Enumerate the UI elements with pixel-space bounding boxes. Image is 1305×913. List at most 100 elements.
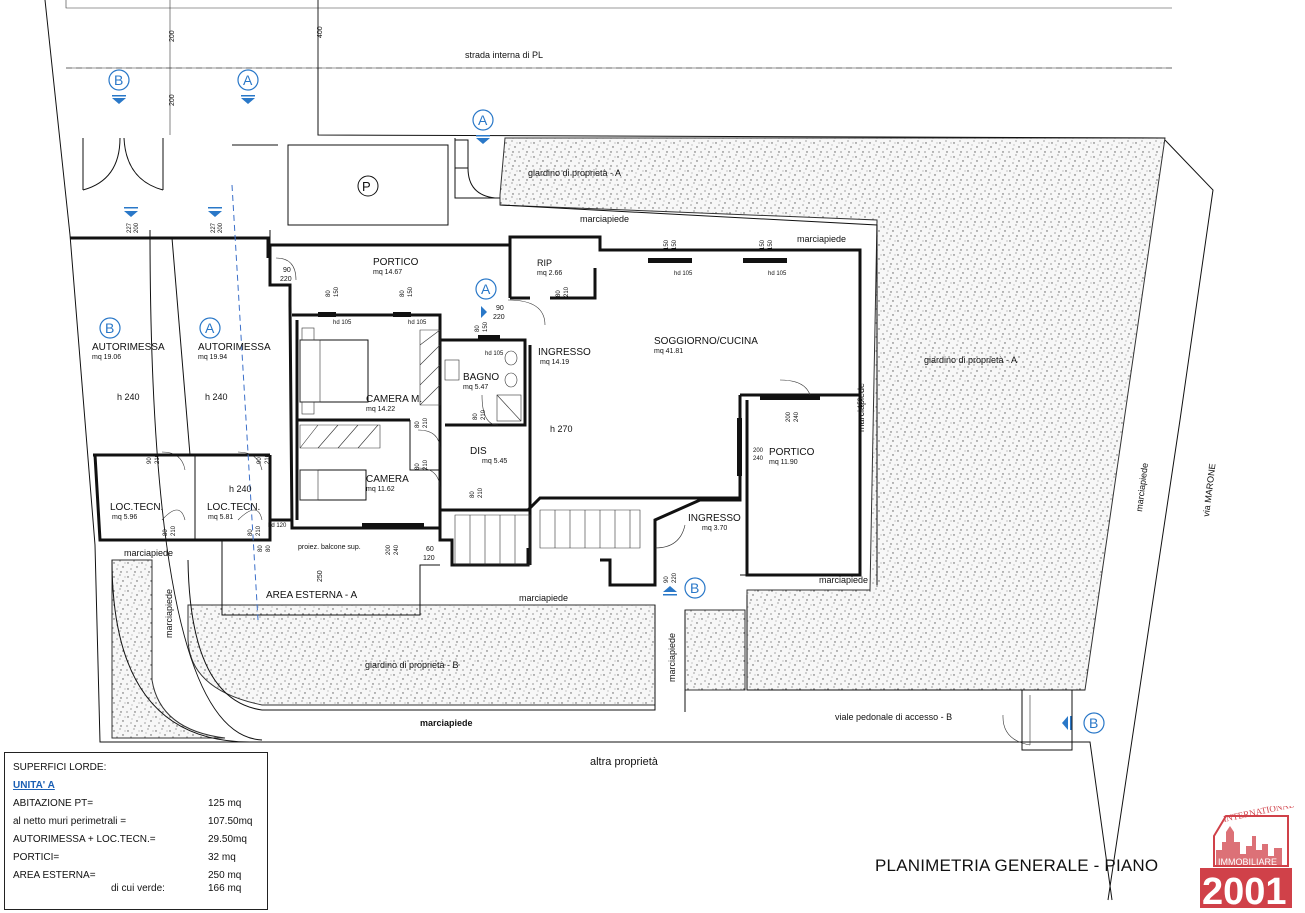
svg-text:220: 220	[280, 276, 292, 283]
svg-text:150: 150	[858, 397, 864, 408]
label-marciapiede-left-vert: marciapiede	[164, 589, 174, 638]
garden-b-area	[187, 604, 656, 706]
label-marciapiede-mid: marciapiede	[519, 593, 568, 603]
svg-text:A: A	[481, 281, 491, 297]
room-dis-area: mq 5.45	[482, 458, 507, 465]
svg-text:210: 210	[256, 525, 262, 536]
room-portico-top: PORTICO	[373, 257, 419, 268]
dim-200-top: 200	[169, 30, 176, 42]
access-door-swing	[1002, 695, 1031, 746]
svg-text:240: 240	[394, 544, 400, 555]
property-split-line	[231, 184, 259, 621]
room-camera-m-area: mq 14.22	[366, 406, 395, 413]
svg-text:210: 210	[478, 487, 484, 498]
label-via-marone: via MARONE	[1201, 463, 1217, 517]
pedestrian-gate	[454, 138, 500, 199]
label-marciapiede-mid-vert: marciapiede	[667, 633, 677, 682]
boundary-lines	[44, 0, 1214, 901]
svg-text:220: 220	[672, 572, 678, 583]
label-altra-proprieta: altra proprietà	[590, 756, 659, 768]
room-loc-tecn-b: LOC.TECN.	[110, 502, 163, 513]
svg-text:200: 200	[218, 222, 224, 233]
svg-text:210: 210	[564, 286, 570, 297]
svg-text:210: 210	[171, 525, 177, 536]
garden-left-strip	[111, 559, 226, 739]
room-ingresso: INGRESSO	[538, 347, 591, 358]
label-garden-b: giardino di proprietà - B	[365, 660, 459, 670]
svg-text:120: 120	[423, 555, 435, 562]
svg-text:B: B	[114, 72, 123, 88]
room-dis: DIS	[470, 446, 487, 457]
svg-text:80: 80	[470, 491, 476, 498]
room-portico-right: PORTICO	[769, 447, 815, 458]
room-loc-tecn-b-area: mq 5.96	[112, 514, 137, 521]
room-autorimessa-b-area: mq 19.06	[92, 354, 121, 361]
garage-gate-doors	[82, 137, 278, 191]
svg-text:250: 250	[317, 570, 324, 582]
svg-text:80: 80	[163, 529, 169, 536]
svg-text:240: 240	[753, 456, 764, 462]
svg-text:B: B	[1089, 715, 1098, 731]
room-loc-tecn-a-area: mq 5.81	[208, 514, 233, 521]
svg-text:hd 105: hd 105	[674, 271, 693, 277]
label-marciapiede-left: marciapiede	[124, 548, 173, 558]
label-balcone: proiez. balcone sup.	[298, 544, 361, 551]
svg-text:210: 210	[423, 417, 429, 428]
svg-text:200: 200	[386, 544, 392, 555]
marker-garage-arrows	[124, 207, 222, 217]
svg-text:210: 210	[423, 459, 429, 470]
room-portico-top-area: mq 14.67	[373, 269, 402, 276]
svg-text:210: 210	[265, 453, 271, 464]
summary-unit: UNITA' A	[13, 780, 55, 791]
svg-text:80: 80	[266, 545, 272, 552]
stairs	[454, 509, 641, 566]
summary-title: SUPERFICI LORDE:	[13, 762, 107, 773]
svg-text:90: 90	[257, 457, 263, 464]
svg-text:80: 80	[473, 413, 479, 420]
windows	[318, 258, 820, 528]
height-main: h 270	[550, 424, 573, 434]
svg-text:60: 60	[426, 546, 434, 553]
svg-text:90: 90	[664, 576, 670, 583]
marker-garage-b: B	[99, 317, 121, 339]
street-label: strada interna di PL	[465, 50, 543, 60]
gate-line	[317, 0, 1166, 139]
svg-text:hd 120: hd 120	[268, 523, 287, 529]
surface-summary: SUPERFICI LORDE: UNITA' A ABITAZIONE PT=…	[4, 752, 268, 910]
svg-text:80: 80	[556, 290, 562, 297]
svg-text:240: 240	[794, 411, 800, 422]
svg-text:A: A	[243, 72, 253, 88]
svg-text:150: 150	[768, 239, 774, 250]
svg-text:80: 80	[400, 290, 406, 297]
marker-b-access: B	[1062, 712, 1105, 734]
room-bagno-area: mq 5.47	[463, 384, 488, 391]
street-edges	[65, 0, 1172, 69]
svg-text:150: 150	[760, 239, 766, 250]
marker-garage-a: A	[199, 317, 221, 339]
label-garden-a-right: giardino di proprietà - A	[924, 355, 1017, 365]
svg-text:227: 227	[211, 222, 217, 233]
svg-text:hd 105: hd 105	[485, 351, 504, 357]
label-marciapiede-veranda: marciapiede	[819, 575, 868, 585]
dimension-labels: 227 200 227 200 90 220 80 150 80 150 hd …	[127, 222, 864, 583]
label-garden-a-top: giardino di proprietà - A	[528, 168, 621, 178]
summary-row: di cui verde:166 mq	[111, 883, 242, 894]
svg-text:200: 200	[134, 222, 140, 233]
label-marciapiede-bottom: marciapiede	[420, 718, 473, 728]
room-rip-area: mq 2.66	[537, 270, 562, 277]
logo-number: 2001	[1202, 871, 1287, 910]
svg-text:220: 220	[493, 314, 505, 321]
svg-text:hd 105: hd 105	[333, 320, 352, 326]
svg-text:B: B	[690, 580, 699, 596]
height-loc-tecn: h 240	[229, 484, 252, 494]
room-portico-right-area: mq 11.90	[769, 459, 798, 466]
room-bagno: BAGNO	[463, 372, 499, 383]
room-area-esterna: AREA ESTERNA - A	[266, 590, 357, 601]
svg-text:80: 80	[258, 545, 264, 552]
svg-text:210: 210	[155, 453, 161, 464]
svg-text:150: 150	[483, 321, 489, 332]
svg-text:80: 80	[326, 290, 332, 297]
svg-text:80: 80	[475, 325, 481, 332]
access-gate	[1021, 689, 1073, 751]
agency-logo: INTERNATIONAL IMMOBILIARE 2001	[1200, 806, 1295, 910]
